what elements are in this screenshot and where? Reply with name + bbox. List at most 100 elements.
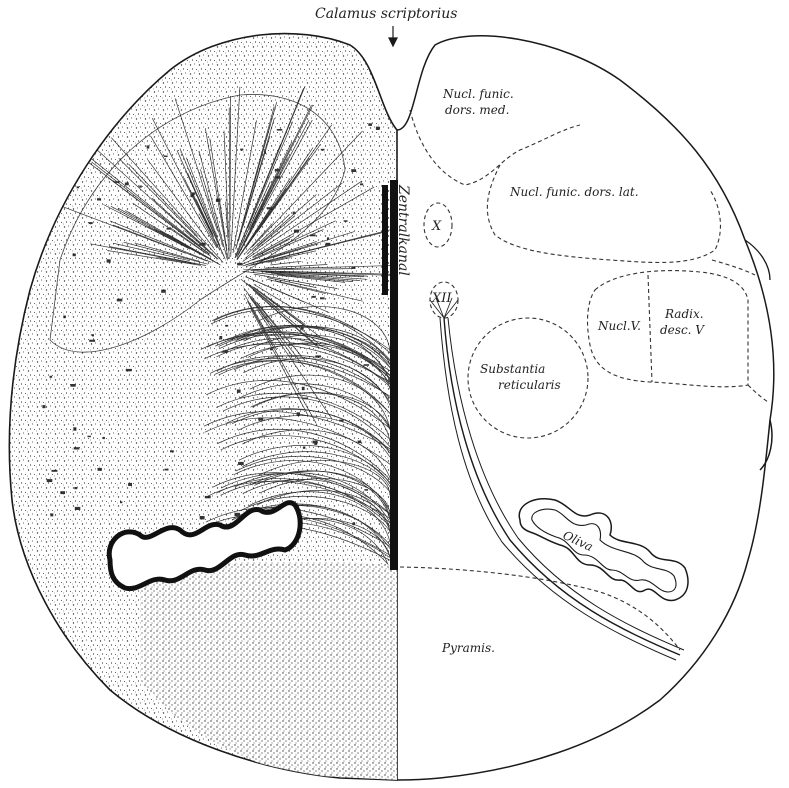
cell-fleck: [293, 212, 296, 215]
cell-fleck: [98, 468, 102, 471]
nucl-funic-dors-med-label-2: dors. med.: [445, 103, 509, 117]
cell-fleck: [301, 327, 304, 330]
cell-fleck: [219, 336, 222, 339]
cell-fleck: [139, 186, 142, 188]
cell-fleck: [302, 387, 305, 390]
cell-fleck: [321, 149, 325, 151]
cell-fleck: [240, 149, 243, 151]
cell-fleck: [205, 496, 211, 498]
cell-fleck: [364, 489, 368, 491]
nucl-funic-dors-lat-label: Nucl. funic. dors. lat.: [509, 185, 639, 199]
nerve-x-label: X: [431, 219, 442, 234]
cell-fleck: [76, 127, 79, 130]
zentralkanal-label: Zentralkanal: [395, 184, 411, 276]
nucl-funic-dors-med-boundary: [410, 110, 580, 185]
cell-fleck: [294, 230, 299, 233]
cell-fleck: [147, 145, 150, 148]
cell-fleck: [97, 198, 101, 200]
cell-fleck: [92, 334, 94, 336]
cell-fleck: [128, 483, 132, 486]
cell-fleck: [358, 441, 362, 444]
cell-fleck: [320, 297, 325, 299]
cell-fleck: [368, 123, 372, 126]
cell-fleck: [125, 183, 129, 186]
right-outline: [397, 36, 774, 780]
right-oliva: [519, 499, 688, 601]
cell-fleck: [77, 186, 80, 188]
cell-fleck: [237, 390, 241, 393]
cell-fleck: [364, 364, 369, 366]
cell-fleck: [126, 369, 132, 371]
cell-fleck: [267, 207, 273, 209]
cell-fleck: [225, 325, 228, 327]
cell-fleck: [277, 129, 283, 131]
right-schematic-half: [397, 36, 774, 780]
cell-fleck: [297, 412, 300, 415]
cell-fleck: [161, 290, 166, 293]
cell-fleck: [74, 447, 80, 449]
cell-fleck: [82, 126, 87, 128]
cell-fleck: [73, 427, 76, 430]
cell-fleck: [76, 147, 81, 149]
cell-fleck: [70, 384, 75, 387]
cell-fleck: [235, 513, 240, 516]
cell-fleck: [344, 220, 348, 222]
cell-fleck: [120, 501, 122, 503]
cell-fleck: [49, 209, 52, 212]
cell-fleck: [314, 442, 317, 445]
left-histology-half: [9, 34, 425, 780]
zentralkanal-band: [382, 185, 388, 295]
cell-fleck: [107, 259, 111, 262]
cell-fleck: [351, 267, 355, 269]
cell-fleck: [50, 376, 53, 378]
cell-fleck: [216, 199, 221, 202]
cell-fleck: [63, 316, 66, 319]
cell-fleck: [238, 462, 244, 465]
cell-fleck: [303, 398, 308, 400]
cell-fleck: [360, 183, 363, 185]
nucl-funic-dors-lat-boundary: [487, 165, 720, 263]
cell-fleck: [117, 299, 123, 302]
pyramis-label: Pyramis.: [441, 641, 495, 655]
cell-fleck: [52, 470, 58, 472]
cell-fleck: [339, 420, 344, 422]
cell-fleck: [75, 507, 81, 510]
cell-fleck: [50, 513, 53, 516]
cell-fleck: [326, 243, 331, 246]
cell-fleck: [73, 254, 76, 257]
cell-fleck: [327, 237, 329, 239]
cell-fleck: [89, 340, 95, 342]
cell-fleck: [170, 450, 174, 452]
cell-fleck: [376, 127, 380, 130]
cell-fleck: [165, 469, 169, 471]
nucl-v-label: Nucl.V.: [597, 319, 641, 333]
cell-fleck: [264, 151, 266, 154]
cell-fleck: [351, 169, 356, 172]
cell-fleck: [303, 447, 306, 449]
substantia-reticularis-label-1: Substantia: [480, 362, 545, 376]
nerve-xii-label: XII: [431, 291, 452, 306]
cell-fleck: [275, 176, 280, 179]
cell-fleck: [164, 156, 168, 158]
cell-fleck: [275, 169, 280, 172]
cell-fleck: [60, 491, 65, 494]
cell-fleck: [190, 194, 194, 197]
cell-fleck: [270, 348, 273, 350]
cell-fleck: [200, 516, 205, 519]
cell-fleck: [315, 355, 321, 357]
radix-desc-v-label-2: desc. V: [660, 323, 705, 337]
cell-fleck: [89, 222, 93, 224]
cell-fleck: [258, 418, 263, 421]
cell-fleck: [42, 405, 45, 408]
cell-fleck: [353, 522, 355, 525]
radix-desc-v-label-1: Radix.: [664, 307, 704, 321]
calamus-arrow: [389, 26, 397, 46]
cell-fleck: [200, 243, 206, 246]
cell-fleck: [88, 436, 91, 438]
cell-fleck: [167, 228, 172, 230]
nucl-funic-dors-med-label-1: Nucl. funic.: [442, 87, 514, 101]
cell-fleck: [237, 263, 242, 266]
cell-fleck: [114, 181, 120, 183]
calamus-label: Calamus scriptorius: [315, 6, 457, 22]
